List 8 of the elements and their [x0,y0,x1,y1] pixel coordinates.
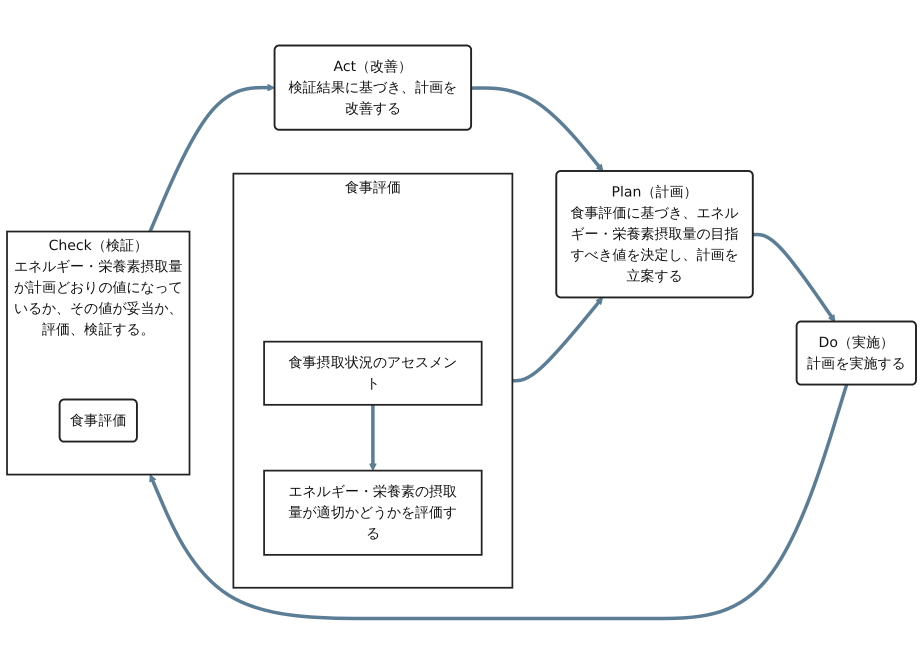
arrow [512,297,604,382]
arrow [149,384,848,620]
node-box: 食事摂取状況のアセスメント [263,340,483,406]
arrow [753,232,836,322]
arrow [472,86,604,172]
arrow [369,404,377,471]
node-box: エネルギー・栄養素の摂取量が適切かどうかを評価する [263,470,483,556]
arrow [148,84,275,232]
